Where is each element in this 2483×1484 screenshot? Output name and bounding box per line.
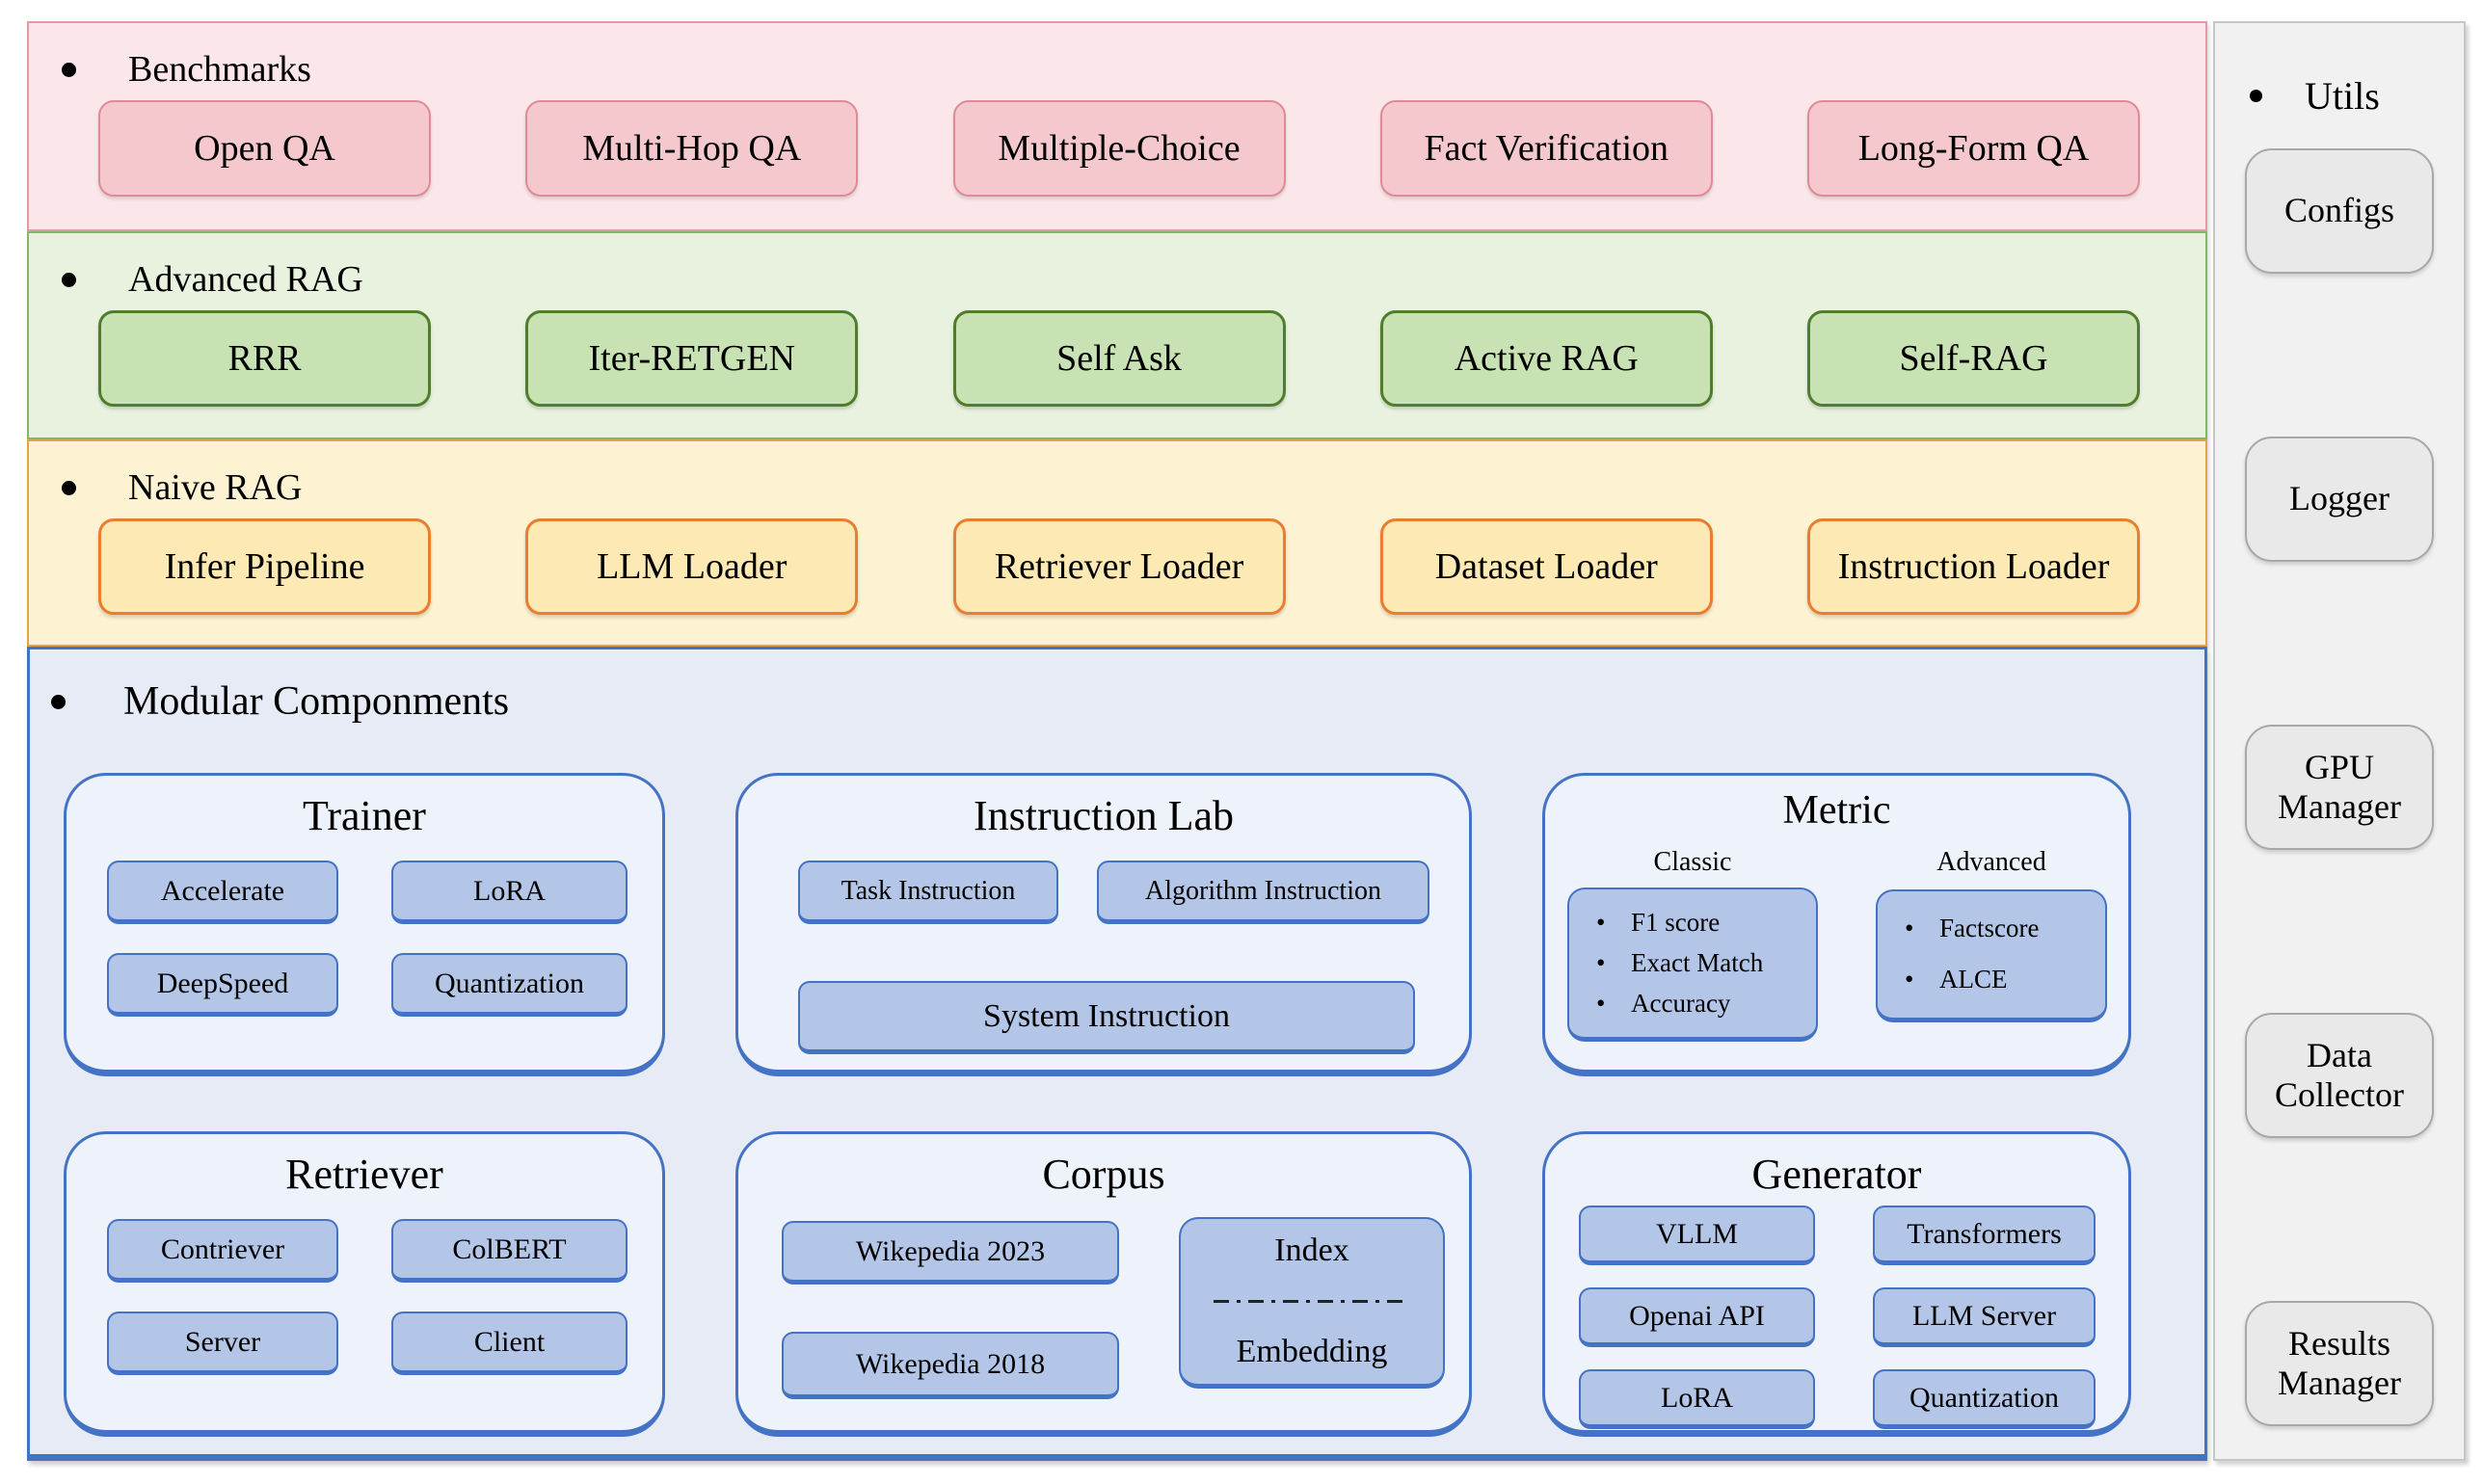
metric-classic-label: Classic <box>1653 847 1732 877</box>
benchmark-long-form-qa: Long-Form QA <box>1807 100 2140 197</box>
metric-advanced-list: Factscore ALCE <box>1901 897 2101 1012</box>
metric-classic-column: Classic F1 score Exact Match Accuracy <box>1567 847 1818 1042</box>
retriever-chip-grid: Contriever ColBERT Server Client <box>107 1219 627 1375</box>
utils-title-text: Utils <box>2305 74 2380 118</box>
naive-rag-box-row: Infer Pipeline LLM Loader Retriever Load… <box>98 518 2140 615</box>
retriever-client: Client <box>391 1312 627 1375</box>
modules-grid: Trainer Accelerate LoRA DeepSpeed Quanti… <box>64 773 2134 1440</box>
algorithm-instruction-chip: Algorithm Instruction <box>1097 861 1429 924</box>
benchmarks-box-row: Open QA Multi-Hop QA Multiple-Choice Fac… <box>98 100 2140 197</box>
loader-dataset: Dataset Loader <box>1379 518 1713 615</box>
metric-advanced-column: Advanced Factscore ALCE <box>1876 847 2107 1042</box>
instruction-lab-chip-row: Task Instruction Algorithm Instruction <box>798 861 1429 924</box>
instruction-lab-card-title: Instruction Lab <box>973 792 1235 839</box>
utils-sidebar: Utils Configs Logger GPU Manager Data Co… <box>2213 21 2466 1461</box>
embedding-label: Embedding <box>1236 1334 1388 1369</box>
corpus-card-title: Corpus <box>1042 1151 1165 1198</box>
metric-classic-list: F1 score Exact Match Accuracy <box>1592 903 1812 1024</box>
generator-openai-api: Openai API <box>1579 1287 1815 1347</box>
corpus-card: Corpus Wikepedia 2023 Wikepedia 2018 Ind… <box>735 1131 1472 1437</box>
metric-advanced-box: Factscore ALCE <box>1876 889 2107 1022</box>
task-instruction-chip: Task Instruction <box>798 861 1058 924</box>
trainer-quantization: Quantization <box>391 953 627 1017</box>
method-active-rag: Active RAG <box>1379 310 1713 407</box>
retriever-server: Server <box>107 1312 338 1375</box>
modular-title-text: Modular Componments <box>123 679 510 724</box>
metric-card: Metric Classic F1 score Exact Match Accu… <box>1542 773 2131 1076</box>
modular-title: Modular Componments <box>30 649 2204 725</box>
loader-instruction: Instruction Loader <box>1807 518 2140 615</box>
advanced-rag-panel: Advanced RAG RRR Iter-RETGEN Self Ask Ac… <box>27 231 2207 439</box>
modular-components-panel: Modular Componments Trainer Accelerate L… <box>27 647 2207 1461</box>
benchmarks-title: Benchmarks <box>29 23 2205 91</box>
instruction-lab-card: Instruction Lab Task Instruction Algorit… <box>735 773 1472 1076</box>
advanced-rag-title-text: Advanced RAG <box>128 259 363 300</box>
bullet-icon <box>2250 90 2262 102</box>
main-column: Benchmarks Open QA Multi-Hop QA Multiple… <box>27 21 2207 1461</box>
trainer-chip-grid: Accelerate LoRA DeepSpeed Quantization <box>107 861 627 1017</box>
benchmark-open-qa: Open QA <box>98 100 431 197</box>
metric-columns: Classic F1 score Exact Match Accuracy Ad… <box>1567 847 2107 1042</box>
method-self-ask: Self Ask <box>952 310 1286 407</box>
method-iter-retgen: Iter-RETGEN <box>525 310 859 407</box>
utils-items: Configs Logger GPU Manager Data Collecto… <box>2215 148 2464 1426</box>
metric-item-f1: F1 score <box>1592 903 1812 943</box>
naive-rag-title-text: Naive RAG <box>128 467 303 508</box>
retriever-contriever: Contriever <box>107 1219 338 1283</box>
trainer-card-title: Trainer <box>303 792 426 839</box>
utils-configs: Configs <box>2245 148 2434 274</box>
benchmark-fact-verification: Fact Verification <box>1379 100 1713 197</box>
bullet-icon <box>62 272 76 287</box>
metric-item-alce: ALCE <box>1901 960 2101 1000</box>
dash-dot-divider <box>1214 1300 1410 1303</box>
metric-item-factscore: Factscore <box>1901 909 2101 949</box>
loader-infer-pipeline: Infer Pipeline <box>98 518 431 615</box>
loader-llm: LLM Loader <box>525 518 859 615</box>
metric-card-title: Metric <box>1782 788 1891 833</box>
utils-gpu-manager: GPU Manager <box>2245 725 2434 850</box>
retriever-colbert: ColBERT <box>391 1219 627 1283</box>
trainer-lora: LoRA <box>391 861 627 924</box>
naive-rag-panel: Naive RAG Infer Pipeline LLM Loader Retr… <box>27 439 2207 647</box>
benchmark-multi-hop-qa: Multi-Hop QA <box>525 100 859 197</box>
method-rrr: RRR <box>98 310 431 407</box>
benchmarks-title-text: Benchmarks <box>128 49 311 90</box>
retriever-card-title: Retriever <box>285 1151 443 1198</box>
metric-classic-box: F1 score Exact Match Accuracy <box>1567 888 1818 1042</box>
corpus-wikepedia-2023: Wikepedia 2023 <box>782 1221 1119 1285</box>
naive-rag-title: Naive RAG <box>29 441 2205 509</box>
metric-item-accuracy: Accuracy <box>1592 984 1812 1024</box>
generator-quantization: Quantization <box>1873 1369 2096 1429</box>
utils-data-collector: Data Collector <box>2245 1013 2434 1138</box>
metric-advanced-label: Advanced <box>1936 847 2046 877</box>
advanced-rag-title: Advanced RAG <box>29 233 2205 301</box>
loader-retriever: Retriever Loader <box>952 518 1286 615</box>
generator-transformers: Transformers <box>1873 1206 2096 1265</box>
bullet-icon <box>51 694 66 709</box>
trainer-accelerate: Accelerate <box>107 861 338 924</box>
bullet-icon <box>62 62 76 77</box>
benchmark-multiple-choice: Multiple-Choice <box>952 100 1286 197</box>
trainer-deepspeed: DeepSpeed <box>107 953 338 1017</box>
method-self-rag: Self-RAG <box>1807 310 2140 407</box>
generator-card-title: Generator <box>1751 1151 1922 1198</box>
corpus-wikepedia-2018: Wikepedia 2018 <box>782 1332 1119 1399</box>
retriever-card: Retriever Contriever ColBERT Server Clie… <box>64 1131 665 1437</box>
utils-results-manager: Results Manager <box>2245 1301 2434 1426</box>
system-instruction-chip: System Instruction <box>798 981 1415 1054</box>
bullet-icon <box>62 480 76 495</box>
generator-vllm: VLLM <box>1579 1206 1815 1265</box>
utils-title: Utils <box>2215 23 2464 119</box>
generator-lora: LoRA <box>1579 1369 1815 1429</box>
trainer-card: Trainer Accelerate LoRA DeepSpeed Quanti… <box>64 773 665 1076</box>
generator-chip-grid: VLLM Transformers Openai API LLM Server … <box>1579 1206 2096 1429</box>
index-embedding-box: Index Embedding <box>1179 1217 1445 1389</box>
metric-item-exact-match: Exact Match <box>1592 943 1812 984</box>
utils-logger: Logger <box>2245 437 2434 562</box>
benchmarks-panel: Benchmarks Open QA Multi-Hop QA Multiple… <box>27 21 2207 231</box>
generator-llm-server: LLM Server <box>1873 1287 2096 1347</box>
advanced-rag-box-row: RRR Iter-RETGEN Self Ask Active RAG Self… <box>98 310 2140 407</box>
index-label: Index <box>1274 1232 1349 1268</box>
generator-card: Generator VLLM Transformers Openai API L… <box>1542 1131 2131 1437</box>
